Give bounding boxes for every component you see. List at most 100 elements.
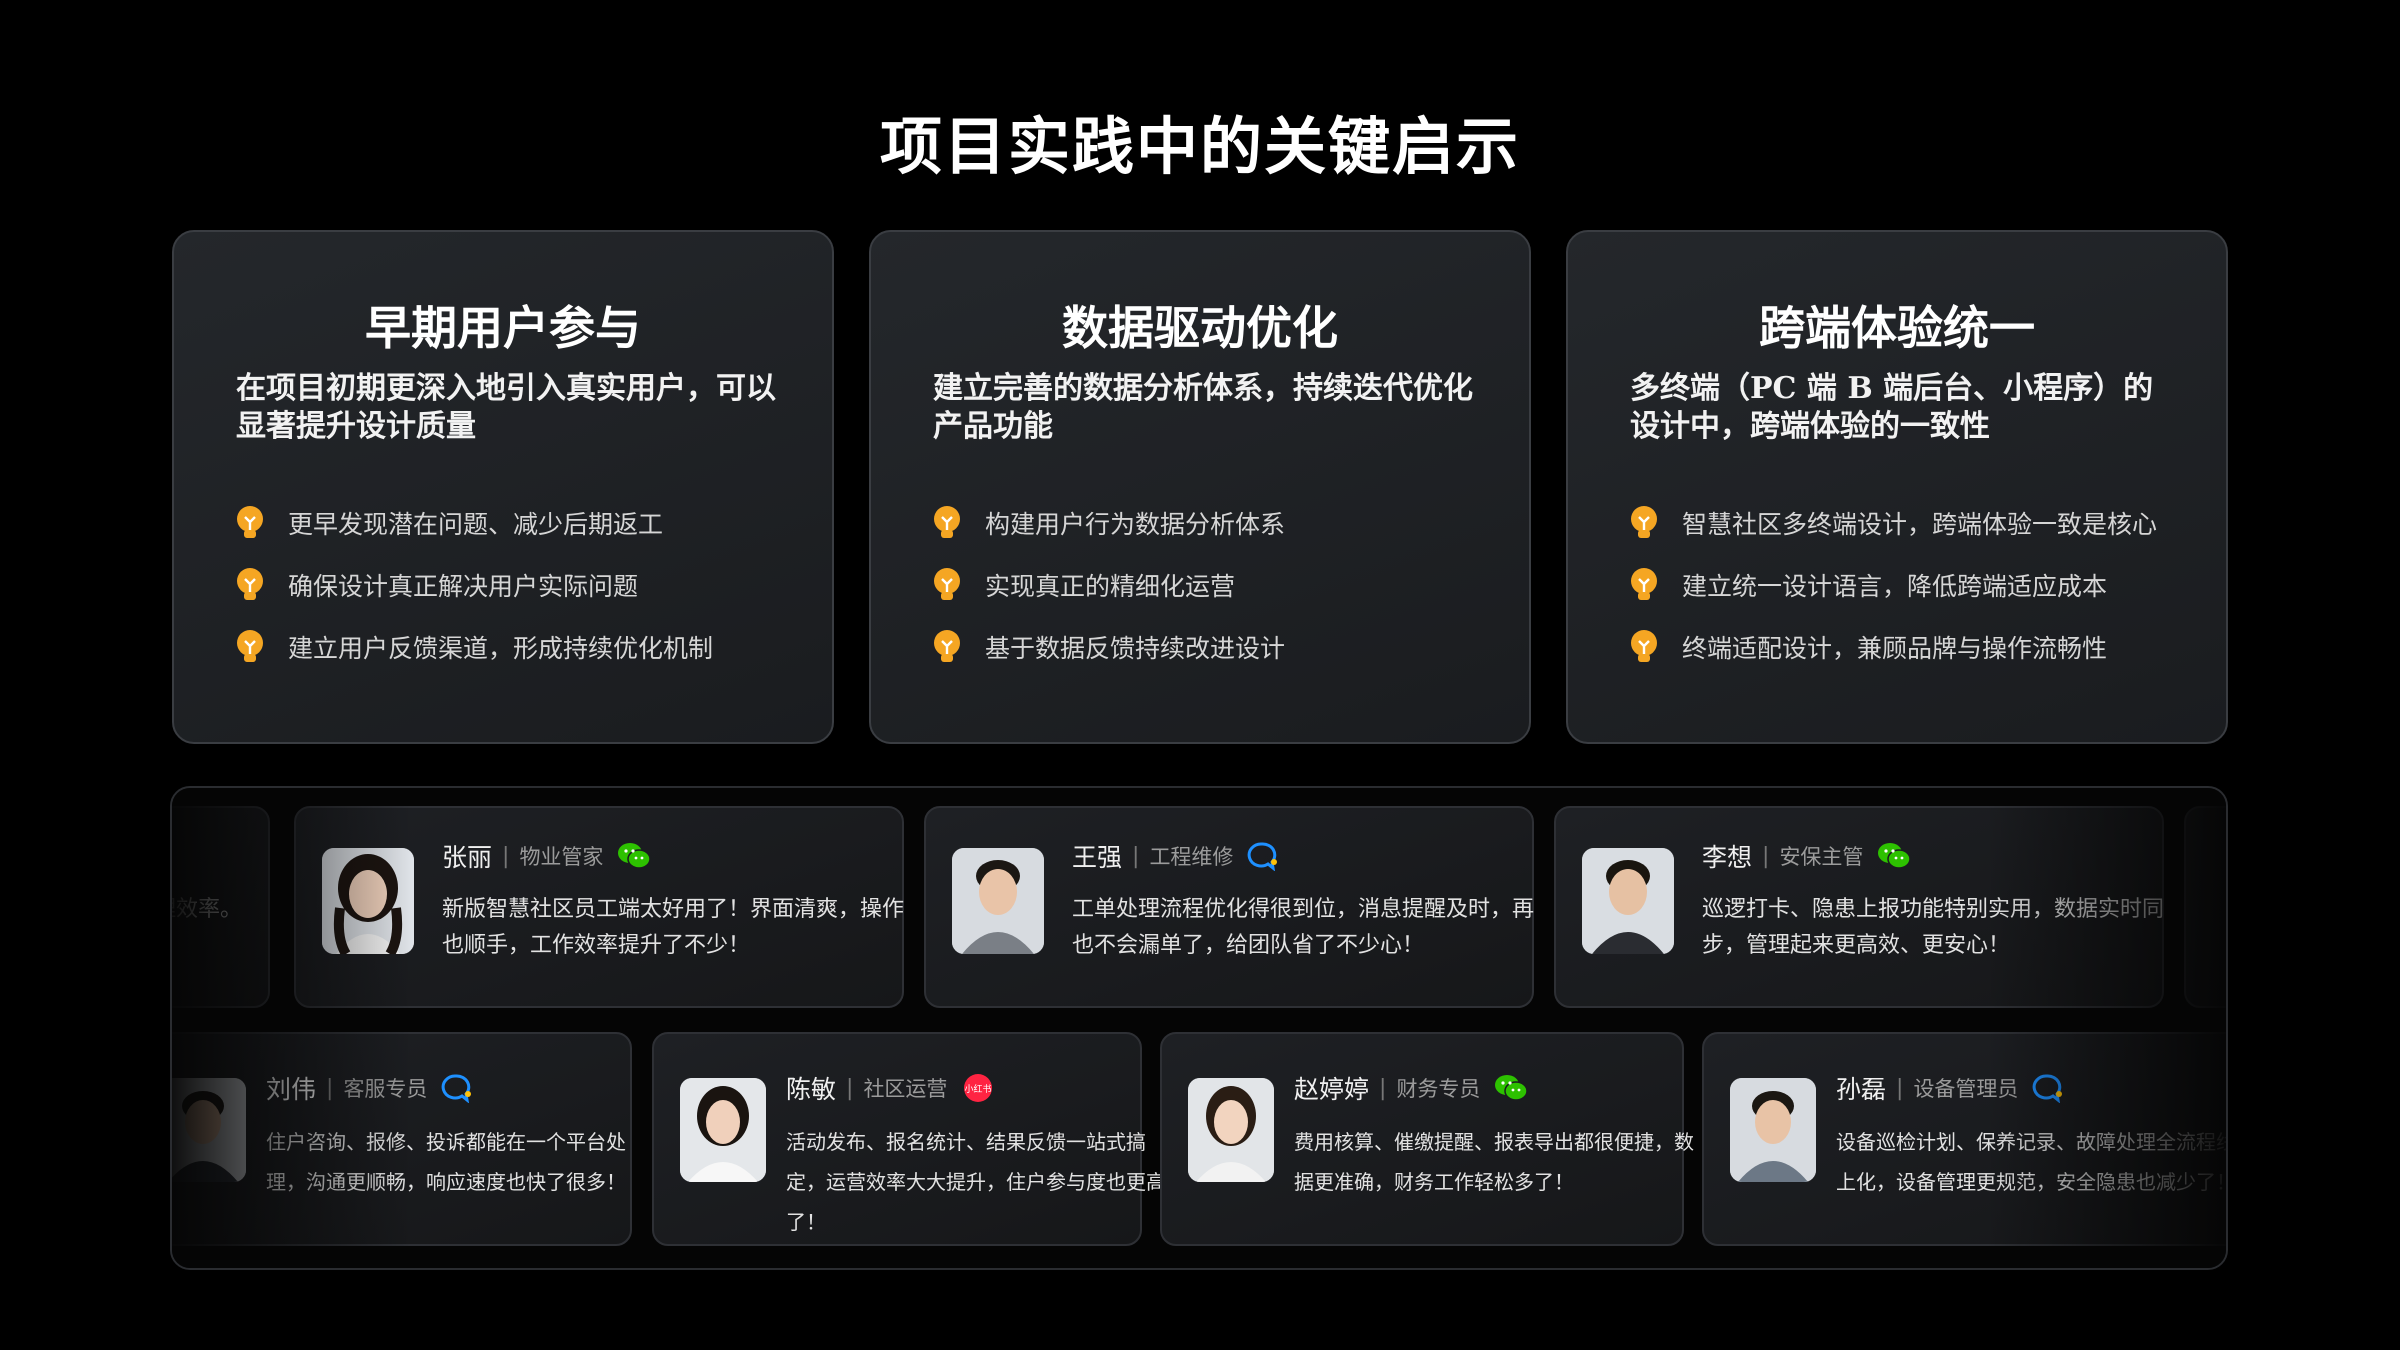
testimonial-quote: 新版智慧社区员工端太好用了！界面清爽，操作也顺手，工作效率提升了不少！: [442, 897, 905, 958]
avatar: [1582, 848, 1674, 954]
card-title: 数据驱动优化: [1062, 301, 1338, 355]
xiaohongshu-label: 小红书: [965, 1083, 992, 1095]
testimonial-author: 赵婷婷 | 财务专员: [1294, 1070, 1529, 1106]
testimonial-card[interactable]: 王强 | 工程维修 工单处理流程优化得很到位，消息提醒及时，再也不会漏单了，给团…: [924, 806, 1534, 1008]
author-name: 李想: [1702, 843, 1753, 872]
bullet-item: 基于数据反馈持续改进设计: [931, 616, 1511, 678]
testimonial-card[interactable]: 张丽 | 物业管家 新版智慧社区员工端太好用了！界面清爽，操作也顺手，工作效率提…: [294, 806, 904, 1008]
bullet-text: 智慧社区多终端设计，跨端体验一致是核心: [1682, 510, 2158, 539]
wechat-icon: [1878, 843, 1912, 869]
bullet-item: 实现真正的精细化运营: [931, 554, 1511, 616]
testimonial-quote: 设备巡检计划、保养记录、故障处理全流程线上化，设备管理更规范，安全隐患也减少了！: [1836, 1130, 2228, 1194]
testimonial-author: 刘伟 | 客服专员: [266, 1070, 475, 1106]
avatar: [952, 848, 1044, 954]
xiaohongshu-icon: 小红书: [964, 1074, 993, 1102]
author-name: 孙磊: [1836, 1075, 1887, 1104]
testimonial-author: 李想 | 安保主管: [1702, 838, 1912, 874]
bullet-text: 确保设计真正解决用户实际问题: [288, 572, 639, 601]
testimonial-card-partial[interactable]: 更有信息处理效率。: [172, 806, 270, 1008]
testimonial-row: 刘伟 | 客服专员 住户咨询、报修、投诉都能在一个平台处理，沟通更顺畅，响应速度…: [172, 1032, 2226, 1246]
lightbulb-icon: [1631, 630, 1657, 662]
bullet-text: 建立用户反馈渠道，形成持续优化机制: [288, 634, 714, 663]
testimonial-card[interactable]: 陈敏 | 社区运营 小红书 活动发布、报名统计、结果反馈一站式搞定，运营效率大大…: [652, 1032, 1166, 1246]
testimonial-author: 王强 | 工程维修: [1072, 838, 1281, 874]
divider: |: [326, 1075, 334, 1101]
divider: |: [502, 843, 510, 869]
testimonial-card[interactable]: 李想 | 安保主管 巡逻打卡、隐患上报功能特别实用，数据实时同步，管理起来更高效…: [1554, 806, 2164, 1008]
bullet-text: 终端适配设计，兼顾品牌与操作流畅性: [1682, 634, 2108, 663]
lightbulb-icon: [237, 630, 263, 662]
card-description: 在项目初期更深入地引入真实用户，可以显著提升设计质量: [236, 371, 776, 444]
author-name: 赵婷婷: [1294, 1075, 1370, 1104]
author-role: 财务专员: [1396, 1077, 1481, 1101]
lightbulb-icon: [237, 506, 263, 538]
testimonial-card[interactable]: 刘伟 | 客服专员 住户咨询、报修、投诉都能在一个平台处理，沟通更顺畅，响应速度…: [172, 1032, 632, 1246]
testimonial-author: 陈敏 | 社区运营 小红书: [786, 1070, 995, 1106]
author-name: 刘伟: [266, 1075, 317, 1104]
insight-card-cross-platform: 跨端体验统一 多终端（PC 端 B 端后台、小程序）的设计中，跨端体验的一致性 …: [1566, 230, 2228, 744]
divider: |: [1896, 1075, 1904, 1101]
chat-bubble-icon: [2033, 1074, 2063, 1103]
bullet-text: 构建用户行为数据分析体系: [985, 510, 1286, 539]
lightbulb-icon: [934, 568, 960, 600]
bullet-text: 更早发现潜在问题、减少后期返工: [288, 510, 664, 539]
testimonial-author: 张丽 | 物业管家: [442, 838, 652, 874]
bullet-item: 智慧社区多终端设计，跨端体验一致是核心: [1628, 492, 2208, 554]
testimonial-card[interactable]: 孙磊 | 设备管理员 设备巡检计划、保养记录、故障处理全流程线上化，设备管理更规…: [1702, 1032, 2228, 1246]
wechat-icon: [618, 843, 652, 869]
lightbulb-icon: [1631, 506, 1657, 538]
card-description: 多终端（PC 端 B 端后台、小程序）的设计中，跨端体验的一致性: [1630, 371, 2154, 444]
testimonial-card[interactable]: 赵婷婷 | 财务专员 费用核算、催缴提醒、报表导出都很便捷，数据更准确，财务工作…: [1160, 1032, 1694, 1246]
author-name: 张丽: [442, 843, 493, 872]
author-role: 安保主管: [1779, 845, 1864, 869]
bullet-text: 建立统一设计语言，降低跨端适应成本: [1682, 572, 2108, 601]
lightbulb-icon: [934, 630, 960, 662]
author-name: 陈敏: [786, 1075, 837, 1104]
lightbulb-icon: [1631, 568, 1657, 600]
chat-bubble-icon: [442, 1074, 472, 1103]
card-title: 跨端体验统一: [1759, 301, 2035, 355]
divider: |: [1379, 1075, 1387, 1101]
testimonial-card-partial[interactable]: [2184, 806, 2226, 1008]
author-role: 客服专员: [343, 1077, 428, 1101]
testimonial-carousel[interactable]: 更有信息处理效率。 张丽 | 物业管家 新版智慧社区员工端太好用了！界面清爽，操…: [170, 786, 2228, 1270]
insight-card-early-user: 早期用户参与 在项目初期更深入地引入真实用户，可以显著提升设计质量 更早发现潜在…: [172, 230, 834, 744]
chat-bubble-icon: [1248, 842, 1278, 871]
author-role: 物业管家: [519, 845, 604, 869]
bullet-text: 基于数据反馈持续改进设计: [985, 634, 1286, 663]
divider: |: [1132, 843, 1140, 869]
bullet-item: 建立统一设计语言，降低跨端适应成本: [1628, 554, 2208, 616]
author-role: 社区运营: [863, 1077, 948, 1101]
divider: |: [1762, 843, 1770, 869]
lightbulb-icon: [237, 568, 263, 600]
author-role: 工程维修: [1149, 845, 1234, 869]
divider: |: [846, 1075, 854, 1101]
insight-card-data-driven: 数据驱动优化 建立完善的数据分析体系，持续迭代优化产品功能 构建用户行为数据分析…: [869, 230, 1531, 744]
bullet-item: 终端适配设计，兼顾品牌与操作流畅性: [1628, 616, 2208, 678]
testimonial-quote: 巡逻打卡、隐患上报功能特别实用，数据实时同步，管理起来更高效、更安心！: [1702, 897, 2165, 958]
bullet-item: 建立用户反馈渠道，形成持续优化机制: [234, 616, 814, 678]
testimonial-quote: 活动发布、报名统计、结果反馈一站式搞定，运营效率大大提升，住户参与度也更高了！: [786, 1130, 1166, 1234]
testimonial-quote: 工单处理流程优化得很到位，消息提醒及时，再也不会漏单了，给团队省了不少心！: [1072, 897, 1535, 958]
card-title: 早期用户参与: [365, 301, 641, 355]
avatar: [680, 1078, 766, 1182]
page-title: 项目实践中的关键启示: [879, 110, 1520, 183]
wechat-icon: [1495, 1075, 1529, 1101]
author-name: 王强: [1072, 843, 1123, 872]
testimonial-author: 孙磊 | 设备管理员: [1836, 1070, 2066, 1106]
card-bullet-list: 更早发现潜在问题、减少后期返工 确保设计真正解决用户实际问题 建立用户反馈渠道，…: [234, 492, 814, 678]
bullet-item: 确保设计真正解决用户实际问题: [234, 554, 814, 616]
bullet-text: 实现真正的精细化运营: [985, 572, 1236, 601]
testimonial-quote: 费用核算、催缴提醒、报表导出都很便捷，数据更准确，财务工作轻松多了！: [1294, 1130, 1694, 1194]
card-bullet-list: 智慧社区多终端设计，跨端体验一致是核心 建立统一设计语言，降低跨端适应成本 终端…: [1628, 492, 2208, 678]
bullet-item: 构建用户行为数据分析体系: [931, 492, 1511, 554]
avatar: [322, 848, 414, 954]
avatar: [172, 1078, 246, 1182]
testimonial-row: 更有信息处理效率。 张丽 | 物业管家 新版智慧社区员工端太好用了！界面清爽，操…: [172, 806, 2226, 1008]
lightbulb-icon: [934, 506, 960, 538]
avatar: [1730, 1078, 1816, 1182]
card-bullet-list: 构建用户行为数据分析体系 实现真正的精细化运营 基于数据反馈持续改进设计: [931, 492, 1511, 678]
author-role: 设备管理员: [1913, 1077, 2019, 1101]
avatar: [1188, 1078, 1274, 1182]
bullet-item: 更早发现潜在问题、减少后期返工: [234, 492, 814, 554]
